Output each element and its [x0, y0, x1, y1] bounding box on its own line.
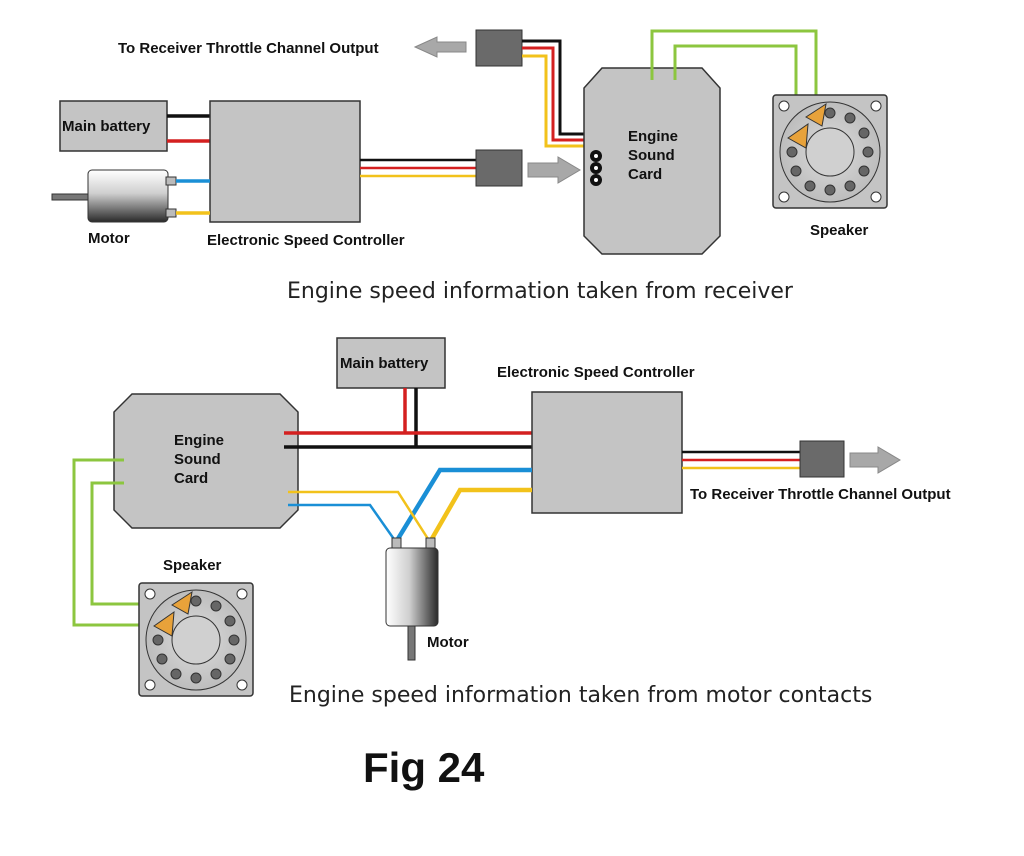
arrow-left-icon: [413, 36, 467, 58]
top-esc-label: Electronic Speed Controller: [207, 232, 405, 249]
top-speaker-label: Speaker: [810, 222, 869, 239]
bottom-sound-card: Engine Sound Card: [113, 393, 299, 529]
top-sound-card: Engine Sound Card: [583, 67, 721, 255]
top-sound-card-line-1: Engine: [628, 128, 678, 145]
top-diagram: Main battery Electronic Speed Controller…: [51, 29, 888, 304]
top-esc-connector: [475, 149, 523, 187]
top-throttle-label: To Receiver Throttle Channel Output: [118, 40, 379, 57]
bottom-motor-label: Motor: [427, 634, 469, 651]
bottom-sound-card-line-1: Engine: [174, 432, 224, 449]
top-main-battery: Main battery: [59, 100, 168, 152]
bottom-speaker-wires: [72, 458, 182, 627]
bottom-esc: Electronic Speed Controller: [497, 364, 695, 514]
bottom-speaker-label: Speaker: [163, 557, 222, 574]
bottom-motor-wires: [288, 467, 532, 544]
top-battery-label: Main battery: [62, 118, 151, 135]
bottom-sound-card-line-2: Sound: [174, 451, 221, 468]
top-throttle-connector: [475, 29, 523, 67]
bottom-throttle-label: To Receiver Throttle Channel Output: [690, 486, 951, 503]
arrow-right-icon: [527, 156, 581, 184]
bottom-motor: Motor: [385, 537, 469, 661]
bottom-esc-label: Electronic Speed Controller: [497, 364, 695, 381]
top-sound-card-line-2: Sound: [628, 147, 675, 164]
arrow-right-icon: [849, 446, 901, 474]
top-motor-label: Motor: [88, 230, 130, 247]
figure-label: Fig 24: [363, 744, 485, 791]
bottom-battery-label: Main battery: [340, 355, 429, 372]
top-speaker-wires: [650, 29, 818, 128]
bottom-main-battery: Main battery: [336, 337, 446, 389]
top-sound-card-line-3: Card: [628, 166, 662, 183]
bottom-esc-connector: [799, 440, 845, 478]
bottom-speaker: Speaker: [138, 557, 254, 697]
bottom-sound-card-line-3: Card: [174, 470, 208, 487]
bottom-caption: Engine speed information taken from moto…: [289, 683, 872, 708]
top-esc: Electronic Speed Controller: [207, 100, 405, 249]
top-speaker: Speaker: [772, 94, 888, 239]
bottom-diagram: Main battery Engine Sound Card Electroni…: [72, 337, 951, 708]
top-caption: Engine speed information taken from rece…: [287, 279, 794, 304]
top-throttle-output: [413, 29, 523, 67]
top-motor: Motor: [51, 169, 177, 247]
